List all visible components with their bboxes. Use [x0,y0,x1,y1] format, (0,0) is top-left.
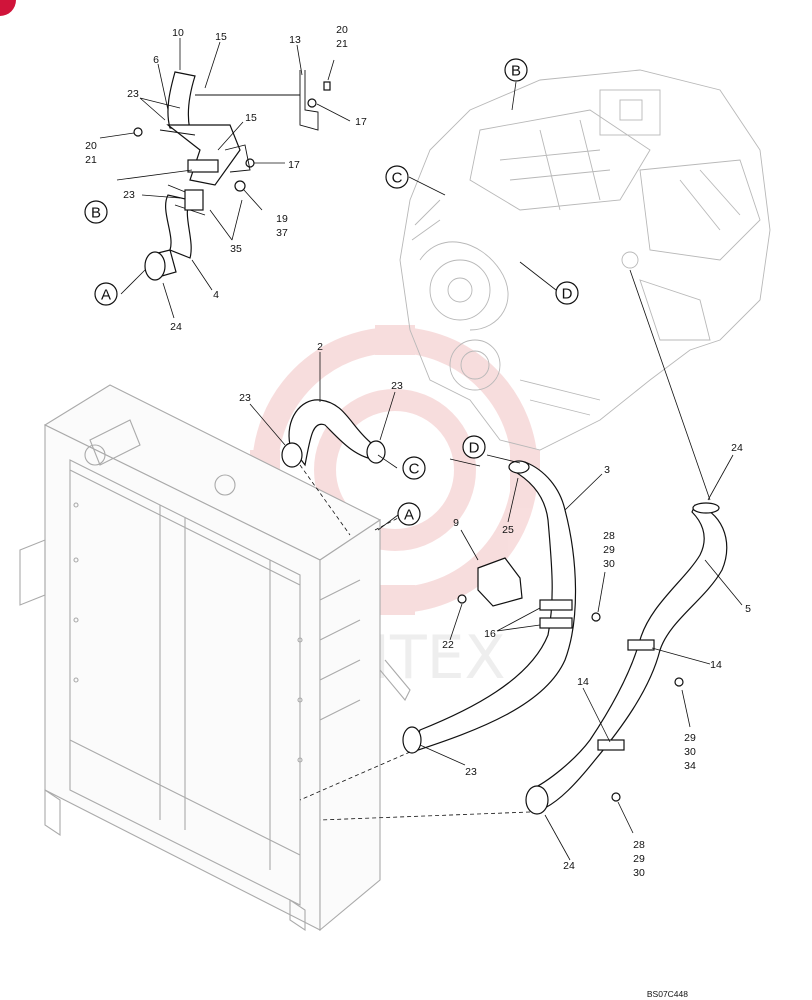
part-label-28: 28 [603,530,615,542]
radiator-assembly [19,384,411,932]
callout-B-engine: B [504,58,528,82]
callout-A-lower: A [397,502,421,526]
part-label-29: 29 [684,732,696,744]
connection-lines [299,269,711,821]
part-label-37: 37 [276,227,288,239]
part-label-20: 20 [85,140,97,152]
part-label-16: 16 [484,628,496,640]
part-label-23: 23 [123,189,135,201]
svg-text:A: A [101,287,111,304]
part-label-29: 29 [603,544,615,556]
part-label-24: 24 [731,442,743,454]
part-label-3: 3 [604,464,610,476]
callout-D-engine: D [555,281,579,305]
part-label-10: 10 [172,27,184,39]
part-label-23: 23 [239,392,251,404]
part-label-17: 17 [355,116,367,128]
callout-A-upper: A [94,282,118,306]
part-label-24: 24 [563,860,575,872]
part-label-25: 25 [502,524,514,536]
part-label-20: 20 [336,24,348,36]
callout-C-lower: C [402,456,426,480]
part-label-13: 13 [289,34,301,46]
part-label-4: 4 [213,289,219,301]
leader-lines [99,38,743,861]
part-label-21: 21 [336,38,348,50]
svg-text:B: B [511,63,521,80]
part-label-2: 2 [317,341,323,353]
part-label-23: 23 [465,766,477,778]
callout-C-engine: C [385,165,409,189]
svg-text:D: D [469,440,480,457]
callout-D-lower: D [462,435,486,459]
part-label-6: 6 [153,54,159,66]
part-label-15: 15 [215,31,227,43]
svg-text:D: D [562,286,573,303]
part-label-19: 19 [276,213,288,225]
part-label-14: 14 [577,676,589,688]
part-labels: 10 15 13 20 21 6 23 17 15 20 21 17 23 19… [85,24,751,879]
part-label-9: 9 [453,517,459,529]
part-label-17: 17 [288,159,300,171]
part-label-22: 22 [442,639,454,651]
part-label-28: 28 [633,839,645,851]
part-label-30: 30 [603,558,615,570]
part-label-23: 23 [127,88,139,100]
svg-text:A: A [404,507,414,524]
part-label-15: 15 [245,112,257,124]
part-label-5: 5 [745,603,751,615]
part-label-23: 23 [391,380,403,392]
part-label-30: 30 [633,867,645,879]
hose-5 [525,502,728,815]
engine-assembly [399,69,771,451]
part-label-30: 30 [684,746,696,758]
part-label-29: 29 [633,853,645,865]
svg-text:B: B [91,205,101,222]
corner-marker [0,0,16,16]
figure-code: BS07C448 [647,989,688,999]
svg-text:C: C [409,461,420,478]
hose-2 [281,399,386,468]
callout-B-upper: B [84,200,108,224]
part-label-14: 14 [710,659,722,671]
hose-3 [402,460,601,754]
part-label-24: 24 [170,321,182,333]
hose-assembly-upper [133,70,331,281]
part-label-35: 35 [230,243,242,255]
part-label-34: 34 [684,760,696,772]
part-label-21: 21 [85,154,97,166]
svg-text:C: C [392,170,403,187]
